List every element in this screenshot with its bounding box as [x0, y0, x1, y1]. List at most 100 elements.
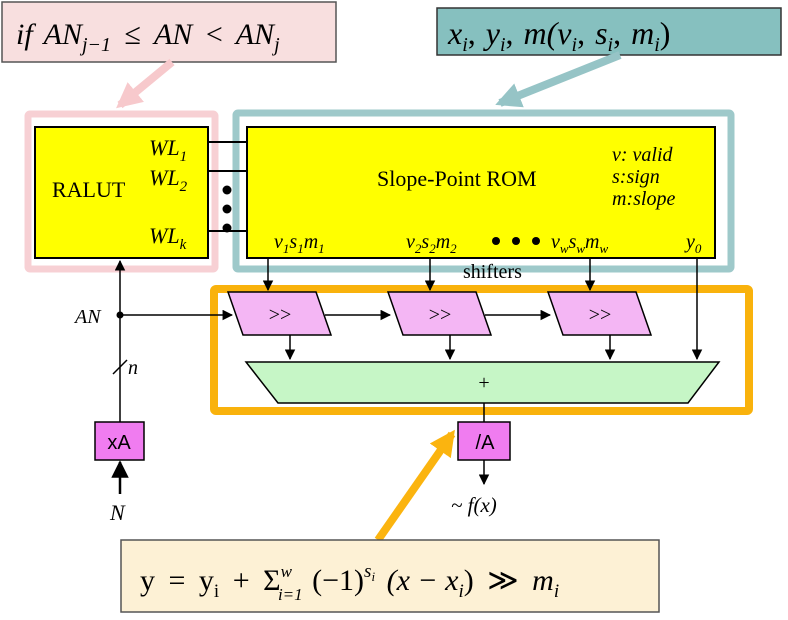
output-label: ~ f(x) — [451, 493, 497, 517]
scale-in-label: xA — [107, 432, 131, 454]
condition-text: if ANj−1 ≤ AN < ANj — [16, 18, 280, 58]
condition-an-right: AN — [234, 18, 276, 51]
rom-out-comma-3: , — [577, 15, 585, 51]
out-1-m: m — [304, 231, 318, 253]
shifter-1: >> — [226, 291, 333, 336]
rom-out-y-sub: i — [500, 34, 506, 56]
condition-an: AN — [42, 18, 84, 51]
eq-yi: y — [199, 564, 214, 597]
n-input-label: N — [109, 500, 126, 525]
rom-output-y0: y0 — [684, 231, 702, 256]
out-2-v: v — [406, 231, 415, 253]
out-w-m: m — [585, 231, 599, 253]
ralut-wl-k-base: WL — [149, 223, 180, 248]
out-1-m-sub: 1 — [318, 241, 325, 256]
rom-out-s-sub: i — [608, 34, 614, 56]
condition-callout-box — [1, 1, 337, 63]
out-w-s: s — [569, 231, 577, 253]
condition-arrow — [116, 58, 175, 109]
eq-sup-s: s — [364, 561, 371, 582]
ralut-wl-k: WLk — [149, 223, 187, 253]
bus-width-slash — [112, 359, 128, 375]
shifter-2-body — [386, 291, 493, 336]
out-2-s: s — [421, 231, 429, 253]
shifter-2: >> — [386, 291, 493, 336]
out-2-m: m — [436, 231, 450, 253]
shifter-w: >> — [546, 291, 653, 336]
equation-callout-box — [120, 539, 660, 613]
rom-out-x-sub: i — [462, 34, 468, 56]
rom-box — [246, 126, 716, 259]
out-w-s-sub: w — [576, 241, 585, 256]
ralut-wl-1-base: WL — [149, 135, 180, 160]
eq-y: y — [140, 564, 155, 597]
eq-neg-one: (−1) — [312, 564, 364, 597]
eq-equals: = — [169, 564, 186, 597]
rom-label: Slope-Point ROM — [377, 166, 537, 191]
rom-output-arrow — [495, 51, 622, 108]
shifter-w-label: >> — [589, 304, 612, 326]
rom-output-text: xi, yi, m(vi, si, mi) — [447, 15, 670, 56]
ralut-label: RALUT — [52, 177, 126, 202]
shifter-1-label: >> — [269, 304, 292, 326]
wordline-ellipsis-dot — [222, 185, 232, 195]
rom-out-m: m — [631, 15, 654, 51]
adder: + — [244, 361, 721, 404]
rom-out-close: ) — [660, 15, 671, 51]
shifters-label: shifters — [463, 261, 522, 283]
eq-yi-sub: i — [214, 581, 219, 602]
wordline-ellipsis-dot — [222, 223, 232, 233]
out-w-m-sub: w — [599, 241, 608, 256]
rom-out-m-sub: i — [654, 34, 660, 56]
rom-out-v-sub: i — [572, 34, 578, 56]
adder-label: + — [478, 372, 489, 394]
out-w-v: v — [551, 231, 560, 253]
datapath-highlight-frame — [210, 285, 753, 415]
rom-out-v: v — [557, 15, 572, 51]
wordline-ellipsis-dot — [222, 204, 232, 214]
shifter-2-label: >> — [429, 304, 452, 326]
scale-in-box — [94, 421, 145, 461]
condition-callout: if ANj−1 ≤ AN < ANj — [1, 1, 337, 63]
rom-legend-slope: m:slope — [612, 188, 675, 210]
ralut-box — [34, 126, 209, 259]
out-1-v: v — [274, 231, 283, 253]
condition-sub-j: j — [271, 34, 280, 56]
eq-m-sub: i — [554, 581, 559, 602]
eq-xi-sub: i — [458, 581, 463, 602]
rom-out-comma-2: , — [506, 15, 514, 51]
condition-an-mid: AN — [152, 18, 194, 51]
rom-out-y: y — [483, 15, 501, 51]
out-1-s: s — [289, 231, 297, 253]
eq-sup-i: i — [371, 569, 375, 584]
out-1-v-sub: 1 — [283, 241, 290, 256]
rom-output-1: v1s1m1 — [274, 231, 325, 256]
ralut-block: RALUT WL1 WL2 WLk — [34, 126, 209, 259]
eq-plus: + — [233, 564, 250, 597]
out-1-s-sub: 1 — [297, 241, 304, 256]
scale-in-block: xA — [94, 421, 145, 461]
condition-sub-prev: j−1 — [79, 34, 111, 56]
scale-out-block: /A — [457, 421, 511, 461]
output-ellipsis-dot — [492, 237, 500, 245]
out-w-v-sub: w — [560, 241, 569, 256]
condition-if: if — [16, 18, 36, 51]
ralut-wl-k-sub: k — [180, 237, 187, 253]
out-2-s-sub: 2 — [429, 241, 436, 256]
rom-out-s: s — [595, 15, 607, 51]
bus-width-label: n — [128, 357, 138, 379]
equation-arrow — [374, 429, 456, 543]
condition-leq: ≤ — [125, 18, 141, 51]
out-2-m-sub: 2 — [450, 241, 457, 256]
rom-highlight-frame — [232, 109, 735, 273]
rom-out-func: m( — [524, 15, 560, 51]
scale-out-box — [457, 421, 511, 461]
rom-output-2: v2s2m2 — [406, 231, 457, 256]
rom-out-x: x — [447, 15, 462, 51]
eq-paren-close: ) — [464, 564, 474, 597]
adder-body — [244, 361, 721, 404]
rom-block: Slope-Point ROM v: valid s:sign m:slope … — [246, 126, 716, 259]
ralut-wl-2-sub: 2 — [180, 179, 188, 195]
